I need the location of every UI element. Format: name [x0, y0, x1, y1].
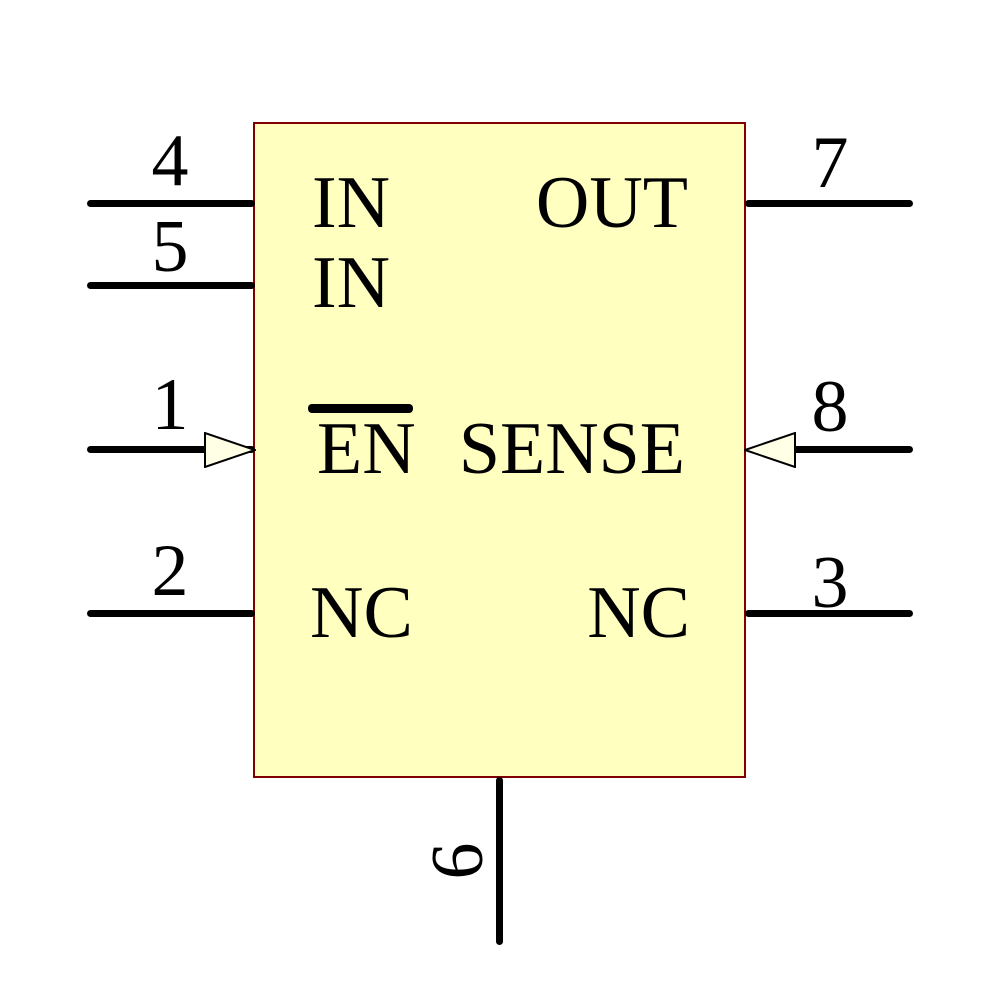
pin-8-label-sense: SENSE [458, 408, 685, 490]
pin-3-line[interactable] [745, 610, 913, 617]
pin-1-line[interactable] [87, 446, 255, 453]
pin-6-line[interactable] [496, 777, 503, 945]
en-overline-bar [308, 404, 413, 413]
pin-1-input-arrow-icon [204, 432, 256, 468]
pin-1-label-en: EN [317, 408, 416, 490]
pin-8-input-arrow-icon [744, 432, 796, 468]
pin-5-number: 5 [151, 206, 189, 288]
pin-2-line[interactable] [87, 610, 255, 617]
pin-7-number: 7 [811, 122, 849, 204]
pin-4-label-in: IN [312, 162, 391, 244]
pin-6-number-rotated: 6 [417, 811, 499, 911]
pin-2-number: 2 [151, 530, 189, 612]
pin-7-label-out: OUT [535, 162, 688, 244]
pin-4-number: 4 [151, 120, 189, 202]
pin-8-number: 8 [811, 366, 849, 448]
component-body[interactable] [253, 122, 746, 778]
pin-2-label-nc: NC [310, 572, 413, 654]
pin-7-line[interactable] [745, 200, 913, 207]
pin-3-label-nc: NC [587, 572, 690, 654]
pin-5-label-in: IN [312, 242, 391, 324]
pin-8-line[interactable] [793, 446, 913, 453]
pin-6-number: 6 [417, 842, 499, 880]
pin-5-line[interactable] [87, 282, 255, 289]
pin-3-number: 3 [811, 542, 849, 624]
pin-1-number: 1 [151, 364, 189, 446]
pin-4-line[interactable] [87, 200, 255, 207]
